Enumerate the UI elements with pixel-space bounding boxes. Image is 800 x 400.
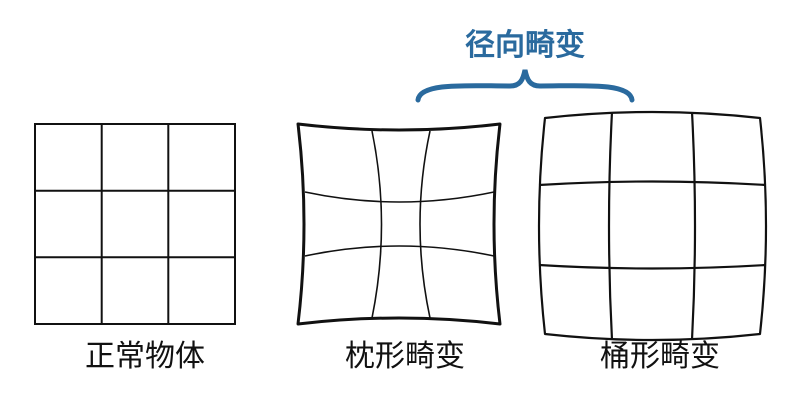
radial-distortion-brace bbox=[415, 69, 635, 103]
barrel-grid-border bbox=[537, 110, 768, 342]
barrel-grid bbox=[537, 110, 768, 342]
barrel-grid-vline-1 bbox=[607, 111, 614, 341]
barrel-grid-vline-2 bbox=[690, 111, 697, 341]
barrel-distortion-caption: 桶形畸变 bbox=[600, 339, 720, 374]
normal-grid-border bbox=[34, 123, 236, 325]
pincushion-distortion-caption: 枕形畸变 bbox=[345, 339, 465, 374]
pincushion-grid-hline-2 bbox=[304, 245, 495, 257]
normal-grid bbox=[34, 123, 236, 325]
pincushion-grid-border bbox=[296, 122, 502, 326]
normal-object-caption: 正常物体 bbox=[85, 339, 205, 374]
pincushion-grid bbox=[296, 122, 502, 326]
barrel-grid-hline-1 bbox=[538, 180, 767, 187]
pincushion-grid-hline-1 bbox=[304, 191, 495, 203]
radial-distortion-label: 径向畸变 bbox=[465, 28, 585, 63]
barrel-grid-hline-2 bbox=[538, 263, 767, 270]
pincushion-grid-vline-2 bbox=[419, 130, 431, 319]
pincushion-grid-vline-1 bbox=[371, 130, 383, 319]
